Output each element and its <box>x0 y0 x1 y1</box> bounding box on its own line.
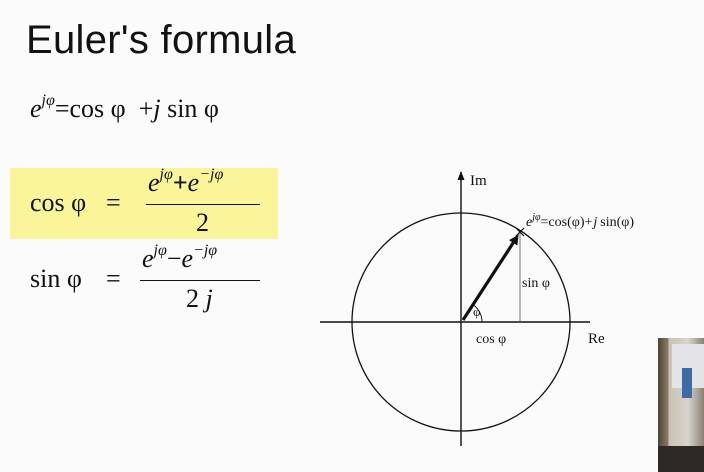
point-label-cos: =cos(φ)+ <box>541 215 593 230</box>
cos-eq-numerator: ejφ+e−jφ <box>148 166 224 198</box>
cos-equation-highlight <box>10 168 278 239</box>
point-label-exponent: jφ <box>530 212 541 223</box>
eq1-cos: cos φ <box>69 94 126 123</box>
phasor-vector <box>461 234 519 321</box>
cos-eq-denominator: 2 <box>196 208 209 237</box>
eq1-plus: + <box>138 94 154 123</box>
sin-fraction-bar <box>140 280 260 281</box>
sin-den-j: j <box>205 284 213 313</box>
im-axis-label: Im <box>470 173 487 189</box>
point-label-sin: sin(φ) <box>600 215 634 230</box>
eq1-j: j <box>153 94 161 123</box>
cos-eq-equals: = <box>106 188 121 217</box>
sin-den-2: 2 <box>186 284 199 313</box>
cos-num-e1: e <box>148 168 160 197</box>
slide-title: Euler's formula <box>26 18 297 62</box>
cos-num-plus: + <box>172 168 188 197</box>
eq1-exponent: jφ <box>41 92 55 110</box>
eq1-e: e <box>30 94 42 123</box>
point-label-e: e <box>526 215 532 230</box>
sin-num-minus: − <box>166 244 182 273</box>
point-label-j: j <box>591 215 597 230</box>
euler-formula-equation: ejφ=cos φ +j sin φ <box>30 92 219 124</box>
angle-phi-label: φ <box>473 304 481 319</box>
sin-phi-label: sin φ <box>522 276 550 291</box>
sin-eq-equals: = <box>106 264 121 293</box>
cos-eq-lhs: cos φ <box>30 188 87 217</box>
cos-phi-label: cos φ <box>476 332 506 347</box>
cos-fraction-bar <box>146 204 260 205</box>
cos-num-exp2: −jφ <box>199 166 224 184</box>
eq1-sin: sin φ <box>167 94 219 123</box>
point-marker-icon <box>515 227 525 237</box>
sin-num-e1: e <box>142 244 154 273</box>
webcam-overlay <box>658 338 704 472</box>
cos-num-e2: e <box>187 168 200 197</box>
sin-num-exp1: jφ <box>153 242 167 260</box>
eq1-equals: = <box>54 94 70 123</box>
cos-num-exp1: jφ <box>159 166 173 184</box>
angle-arc <box>471 303 483 323</box>
sin-num-e2: e <box>181 244 194 273</box>
re-axis-label: Re <box>588 331 605 347</box>
sin-num-exp2: −jφ <box>193 242 218 260</box>
sin-eq-denominator: 2 j <box>186 284 213 314</box>
sin-eq-numerator: ejφ−e−jφ <box>142 242 218 274</box>
sin-eq-lhs: sin φ <box>30 264 82 293</box>
